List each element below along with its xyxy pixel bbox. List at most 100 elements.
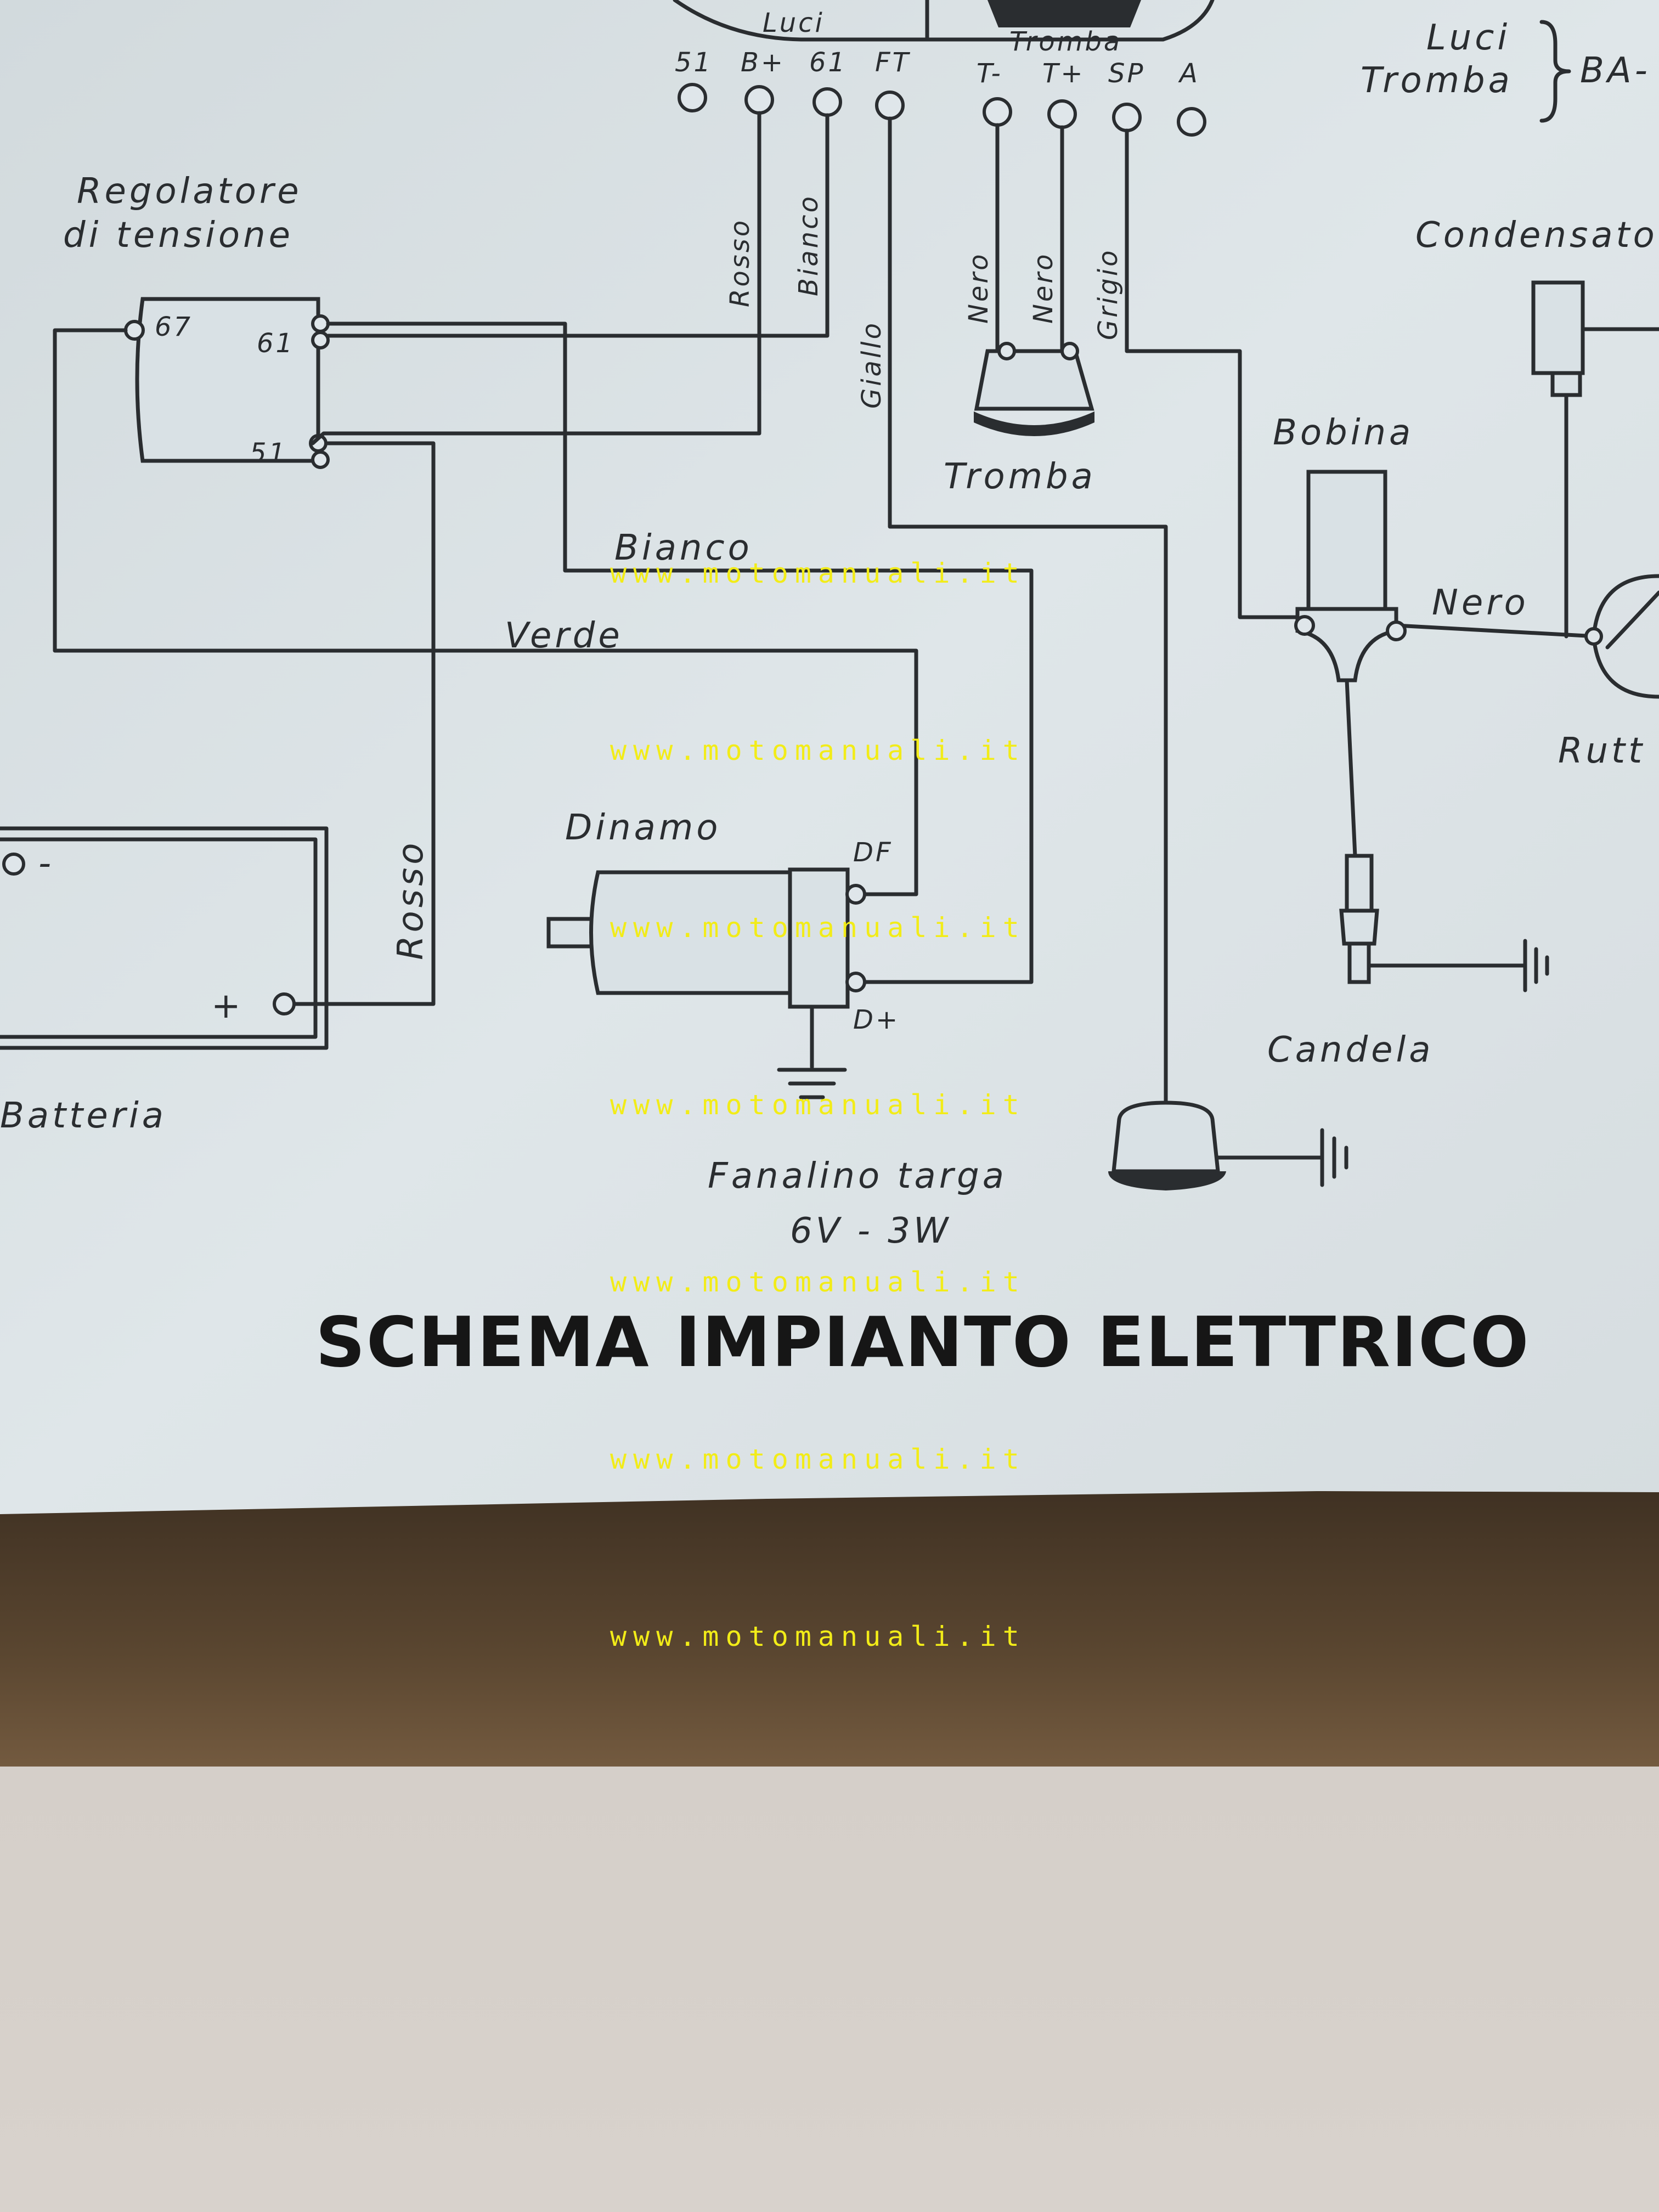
terminal-connector-a <box>1177 107 1206 137</box>
candela-body <box>1345 854 1374 913</box>
bobina-pin-left <box>1294 615 1315 636</box>
candela-label: Candela <box>1267 1030 1434 1070</box>
top-label-luci: Luci <box>763 8 825 38</box>
wire-grigio <box>1125 128 1302 619</box>
terminal-connector-tminus <box>983 97 1012 127</box>
wiring <box>53 111 1659 1160</box>
watermark: www.motomanuali.it <box>610 1089 1026 1121</box>
wire-label-bianco-top: Bianco <box>793 194 824 296</box>
ruttore-label: Rutt <box>1558 731 1645 771</box>
condensatore-label: Condensato <box>1415 215 1658 256</box>
regolatore-pin-51-label: 51 <box>250 438 287 469</box>
watermark: www.motomanuali.it <box>610 1621 1026 1652</box>
fanalino-label-line2: 6V - 3W <box>790 1211 951 1251</box>
terminal-label-61: 61 <box>809 47 847 78</box>
legend-code: BA- <box>1580 50 1651 91</box>
regolatore-pin-61-label: 61 <box>257 328 295 359</box>
wire-label-nero-2: Nero <box>1028 252 1059 324</box>
terminal-label-51: 51 <box>675 47 713 78</box>
fanalino-body <box>1111 1101 1220 1173</box>
regolatore-pin-51b <box>311 450 330 469</box>
panel-dark-block-icon <box>988 0 1141 27</box>
bobina-body <box>1306 470 1387 611</box>
watermark: www.motomanuali.it <box>610 912 1026 944</box>
wire-67-loop <box>53 328 918 896</box>
regolatore-label-line2: di tensione <box>63 215 294 256</box>
batteria-minus-sign: - <box>38 843 54 884</box>
wire-bianco-top <box>326 113 830 338</box>
condensatore-neck <box>1550 371 1582 397</box>
batteria-plus-terminal <box>273 992 296 1015</box>
legend-tromba: Tromba <box>1361 60 1513 101</box>
ruttore-pin <box>1584 627 1603 646</box>
tromba-pin-2 <box>1060 342 1079 360</box>
wire-label-giallo: Giallo <box>856 321 887 409</box>
book-edge-shadow <box>0 1481 1659 1767</box>
bobina-base <box>1295 607 1398 682</box>
regolatore-label-line1: Regolatore <box>77 171 302 212</box>
terminal-connector-51 <box>678 83 707 112</box>
regolatore-pin-67-label: 67 <box>155 312 193 342</box>
watermark-column: www.motomanuali.it www.motomanuali.it ww… <box>610 557 1026 1652</box>
watermark: www.motomanuali.it <box>610 557 1026 589</box>
terminal-connector-tplus <box>1047 99 1077 129</box>
terminal-connector-61 <box>812 87 842 117</box>
terminal-connector-ft <box>875 91 905 120</box>
dinamo-endcap <box>788 867 850 1009</box>
tromba-pin-1 <box>997 342 1016 360</box>
wire-label-grigio: Grigio <box>1093 249 1124 340</box>
dinamo-body <box>589 870 792 995</box>
regolatore-pin-67 <box>124 320 145 341</box>
tromba-grille-icon <box>974 411 1094 436</box>
terminal-label-ft: FT <box>875 47 911 78</box>
dinamo-label: Dinamo <box>565 808 721 848</box>
top-label-tromba: Tromba <box>1009 26 1122 57</box>
nero-bobina-label: Nero <box>1432 583 1529 623</box>
watermark: www.motomanuali.it <box>610 1443 1026 1475</box>
terminal-connector-bplus <box>744 85 774 115</box>
fanalino-label-line1: Fanalino targa <box>708 1156 1007 1197</box>
wire-giallo <box>888 116 1168 1105</box>
bobina-pin-right <box>1386 620 1407 641</box>
legend-brace-icon <box>1539 20 1571 123</box>
diagram-title: SCHEMA IMPIANTO ELETTRICO <box>315 1302 1530 1383</box>
diagram-sheet <box>0 0 1659 1514</box>
candela-ground-icon <box>1523 939 1549 992</box>
dinamo-pin-df <box>845 884 866 905</box>
regolatore-pin-61b <box>311 331 330 349</box>
batteria-inner <box>0 837 318 1039</box>
terminal-label-bplus: B+ <box>741 47 785 78</box>
tromba-label: Tromba <box>944 456 1096 497</box>
batteria-label: Batteria <box>0 1096 167 1136</box>
terminal-connector-sp <box>1112 103 1142 132</box>
terminal-label-sp: SP <box>1108 58 1145 89</box>
tromba-body <box>974 349 1094 411</box>
ruttore-contact-icon <box>1605 590 1659 650</box>
wire-bianco-branch <box>326 321 1034 984</box>
wire-nero-bobina <box>1394 623 1599 639</box>
terminal-connectors <box>678 83 1206 137</box>
fanalino-ground-icon <box>1320 1128 1348 1187</box>
batteria-plus-sign: + <box>211 986 244 1026</box>
wire-label-bianco-mid: Bianco <box>614 528 753 568</box>
terminal-label-row: 51 B+ 61 FT T- T+ SP A <box>675 47 1200 89</box>
terminal-label-tplus: T+ <box>1042 58 1085 89</box>
fanalino-lens-icon <box>1108 1171 1226 1190</box>
regolatore-pin-61a <box>311 314 330 333</box>
wire-label-rosso-batt: Rosso <box>391 840 431 960</box>
condensatore-body <box>1531 280 1585 375</box>
terminal-label-tminus: T- <box>977 58 1003 89</box>
wire-rosso-top <box>311 111 761 445</box>
dinamo-pin-dplus-label: D+ <box>853 1005 900 1035</box>
terminal-label-a: A <box>1178 58 1200 89</box>
wire-label-rosso-top: Rosso <box>725 218 755 307</box>
bobina-label: Bobina <box>1273 413 1414 453</box>
wire-rosso-batt <box>289 441 436 1006</box>
candela-hex <box>1339 909 1379 946</box>
dashboard-panel-partial <box>673 0 1215 42</box>
wire-label-verde: Verde <box>505 616 623 656</box>
watermark: www.motomanuali.it <box>610 735 1026 766</box>
batteria-minus-terminal <box>2 853 25 876</box>
dinamo-pin-dplus <box>845 972 866 992</box>
